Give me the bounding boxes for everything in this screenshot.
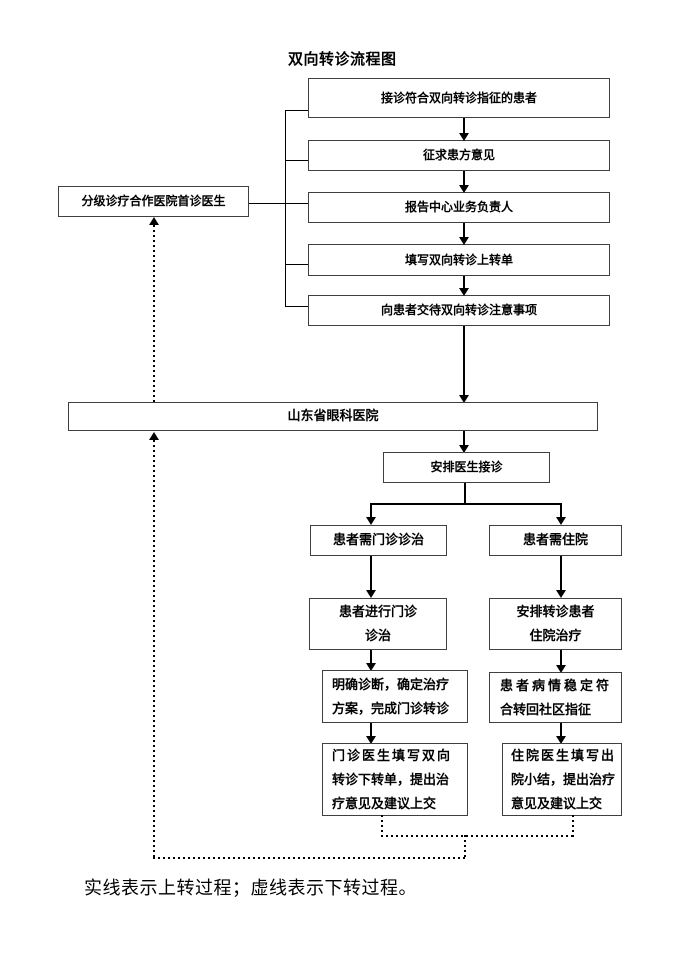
step-box-inform-notes: 向患者交待双向转诊注意事项: [308, 295, 610, 326]
box-text-line: 转诊下转单，提出治: [332, 771, 450, 787]
outpatient-downrefer-box: 门诊医生填写双向 转诊下转单，提出治 疗意见及建议上交: [322, 743, 468, 816]
step-box-seek-opinion: 征求患方意见: [308, 140, 610, 171]
referrer-hospital-box: 分级诊疗合作医院首诊医生: [58, 186, 249, 217]
dotted-connector: [153, 440, 155, 859]
box-text-line: 院小结，提出治疗: [511, 771, 616, 787]
outpatient-treat-box: 患者进行门诊 诊治: [309, 598, 447, 650]
down-arrow-icon: [459, 288, 469, 296]
down-arrow-icon: [366, 736, 376, 744]
box-text-line: 疗意见及建议上交: [332, 795, 437, 811]
arrange-doctor-box: 安排医生接诊: [383, 452, 550, 483]
legend-note: 实线表示上转过程；虚线表示下转过程。: [84, 878, 417, 899]
inpatient-arrange-box: 安排转诊患者 住院治疗: [489, 598, 622, 650]
box-text-line: 患者病情稳定符: [500, 677, 613, 693]
down-arrow-icon: [556, 517, 566, 525]
bracket-stub-step5: [285, 306, 308, 307]
box-text-line: 门诊医生填写双向: [332, 747, 453, 763]
arrow-shaft: [463, 171, 465, 185]
outpatient-branch-box: 患者需门诊诊治: [310, 525, 447, 556]
arrow-shaft: [560, 723, 562, 736]
up-arrow-icon: [149, 432, 159, 440]
box-text-line: 明确诊断，确定治疗: [332, 676, 450, 692]
flowchart-title: 双向转诊流程图: [288, 51, 397, 68]
down-arrow-icon: [556, 590, 566, 598]
down-arrow-icon: [459, 395, 469, 403]
bracket-stub-step1: [285, 110, 308, 111]
down-arrow-icon: [366, 663, 376, 671]
arrow-shaft: [560, 650, 562, 665]
down-arrow-icon: [459, 445, 469, 453]
outpatient-diagnose-box: 明确诊断，确定治疗 方案，完成门诊转诊: [322, 670, 468, 723]
box-text-line: 安排转诊患者: [516, 604, 595, 619]
box-text-line: 住院医生填写出: [511, 747, 617, 763]
up-arrow-icon: [149, 217, 159, 225]
down-arrow-icon: [459, 185, 469, 193]
arrow-shaft: [463, 431, 465, 445]
step-box-report-manager: 报告中心业务负责人: [308, 192, 610, 223]
box-text-line: 住院治疗: [529, 628, 582, 643]
arrow-shaft: [560, 556, 562, 590]
step-box-fill-referral-form: 填写双向转诊上转单: [308, 244, 610, 276]
arrow-shaft: [463, 276, 465, 288]
dotted-connector: [153, 857, 466, 859]
arrow-shaft: [370, 723, 372, 736]
down-arrow-icon: [459, 133, 469, 141]
box-text-line: 诊治: [364, 628, 391, 643]
referrer-connector-line: [249, 203, 308, 204]
down-arrow-icon: [556, 665, 566, 673]
bracket-vertical-line: [285, 110, 286, 307]
box-text-line: 方案，完成门诊转诊: [332, 700, 450, 716]
down-arrow-icon: [366, 590, 376, 598]
bracket-stub-step4: [285, 264, 308, 265]
dotted-connector: [381, 835, 574, 837]
dotted-connector: [464, 835, 466, 859]
arrow-shaft: [560, 505, 562, 517]
box-text-line: 意见及建议上交: [511, 795, 603, 811]
down-arrow-icon: [459, 237, 469, 245]
bracket-stub-step2: [285, 160, 308, 161]
arrow-shaft: [370, 505, 372, 517]
inpatient-branch-box: 患者需住院: [489, 525, 622, 556]
dotted-connector: [381, 815, 383, 837]
arrow-shaft: [370, 556, 372, 590]
split-horizontal-line: [370, 503, 562, 505]
step-box-receive-patient: 接诊符合双向转诊指征的患者: [308, 78, 610, 118]
dotted-connector: [153, 225, 155, 402]
dotted-connector: [572, 815, 574, 837]
arrow-shaft: [370, 650, 372, 663]
arrow-shaft: [463, 326, 465, 395]
arrow-shaft: [463, 118, 465, 133]
box-text-line: 合转回社区指征: [500, 701, 592, 717]
down-arrow-icon: [366, 517, 376, 525]
split-stem-line: [464, 483, 466, 505]
eye-hospital-box: 山东省眼科医院: [68, 402, 598, 431]
arrow-shaft: [463, 223, 465, 237]
box-text-line: 患者进行门诊: [338, 604, 417, 619]
down-arrow-icon: [556, 736, 566, 744]
inpatient-discharge-box: 住院医生填写出 院小结，提出治疗 意见及建议上交: [502, 743, 622, 816]
inpatient-stable-box: 患者病情稳定符 合转回社区指征: [489, 672, 622, 723]
